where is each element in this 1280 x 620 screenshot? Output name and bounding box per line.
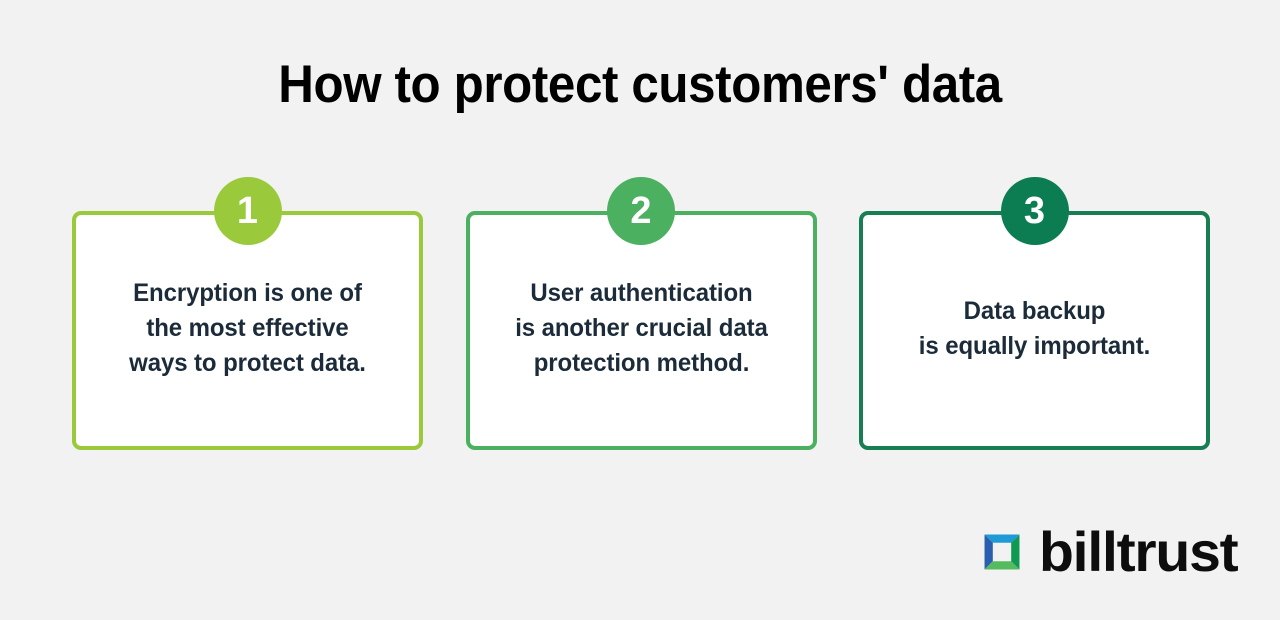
- card-3: 3 Data backup is equally important.: [859, 177, 1210, 450]
- card-3-text: Data backup is equally important.: [918, 296, 1151, 360]
- card-2: 2 User authentication is another crucial…: [465, 177, 817, 450]
- card-2-text: User authentication is another crucial d…: [514, 279, 768, 377]
- card-1: 1 Encryption is one of the most effectiv…: [72, 177, 423, 450]
- billtrust-wordmark: billtrust: [1039, 520, 1239, 583]
- page-title: How to protect customers' data: [278, 55, 1002, 114]
- card-3-number-badge: 3: [1000, 177, 1069, 245]
- card-2-number-badge: 2: [607, 177, 675, 245]
- billtrust-square-mark-icon: [984, 534, 1020, 570]
- cards-row: 1 Encryption is one of the most effectiv…: [72, 177, 1210, 451]
- card-1-text: Encryption is one of the most effective …: [129, 279, 366, 377]
- billtrust-logo: billtrust: [979, 520, 1239, 583]
- card-1-number-badge: 1: [213, 177, 282, 245]
- title-container: How to protect customers' data: [0, 55, 1280, 114]
